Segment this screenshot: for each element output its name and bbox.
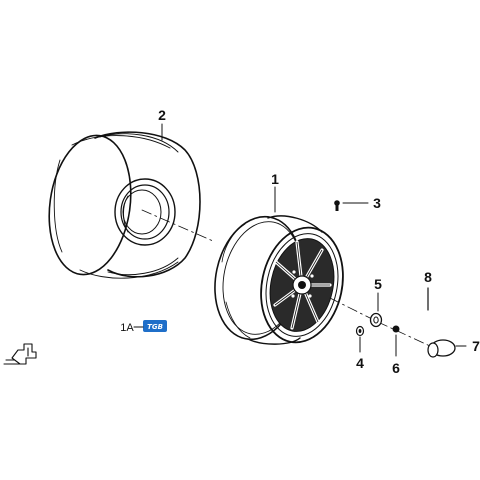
nut-small [355,325,365,337]
callout-cap: 7 [472,338,480,354]
callout-wheel-assembly: 1A [120,322,134,334]
callout-nut: 6 [392,360,400,376]
cap [427,339,456,358]
callout-valve: 3 [373,195,381,211]
wheel-rim [214,215,344,345]
callout-pin: 8 [424,269,432,285]
tire-axis-line [141,209,214,242]
callout-washer: 5 [374,276,382,292]
tire [48,131,201,279]
nut [392,325,400,333]
callout-wheel: 1 [271,171,279,187]
brand-badge: TGB [143,320,167,332]
brand-badge-text: TGB [147,323,163,331]
washer [369,312,383,328]
callout-tire: 2 [158,107,166,123]
section-reference-icon [3,343,37,365]
callout-nut-small: 4 [356,355,364,371]
valve [334,200,340,211]
wheel-axis-line [329,297,379,323]
